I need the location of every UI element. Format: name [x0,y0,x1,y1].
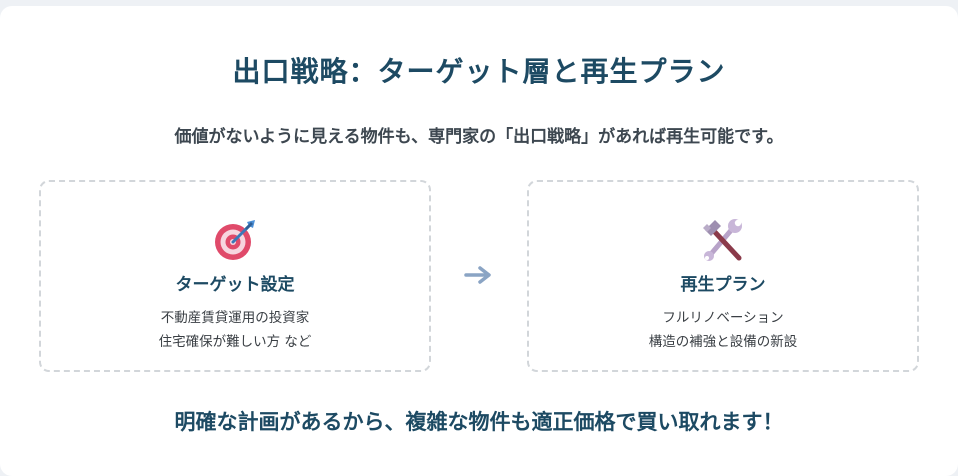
hammer-wrench-icon [529,216,917,264]
content-card: 出口戦略：ターゲット層と再生プラン 価値がないように見える物件も、専門家の「出口… [0,6,958,476]
plan-box-line: 構造の補強と設備の新設 [648,334,798,350]
target-dart-icon [41,216,429,264]
target-box-line: 住宅確保が難しい方 など [158,334,312,350]
page-subtitle: 価値がないように見える物件も、専門家の「出口戦略」があれば再生可能です。 [174,127,784,147]
plan-box-heading: 再生プラン [680,275,766,295]
target-box-heading: ターゲット設定 [175,275,295,295]
page-title: 出口戦略：ターゲット層と再生プラン [232,55,726,88]
plan-box: 再生プラン フルリノベーション 構造の補強と設備の新設 [527,180,919,372]
plan-box-line: フルリノベーション [662,310,784,326]
target-box: ターゲット設定 不動産賃貸運用の投資家 住宅確保が難しい方 など [39,180,431,372]
arrow-right-icon [463,264,495,286]
target-box-line: 不動産賃貸運用の投資家 [160,310,310,326]
conclusion-text: 明確な計画があるから、複雑な物件も適正価格で買い取れます！ [174,410,784,434]
